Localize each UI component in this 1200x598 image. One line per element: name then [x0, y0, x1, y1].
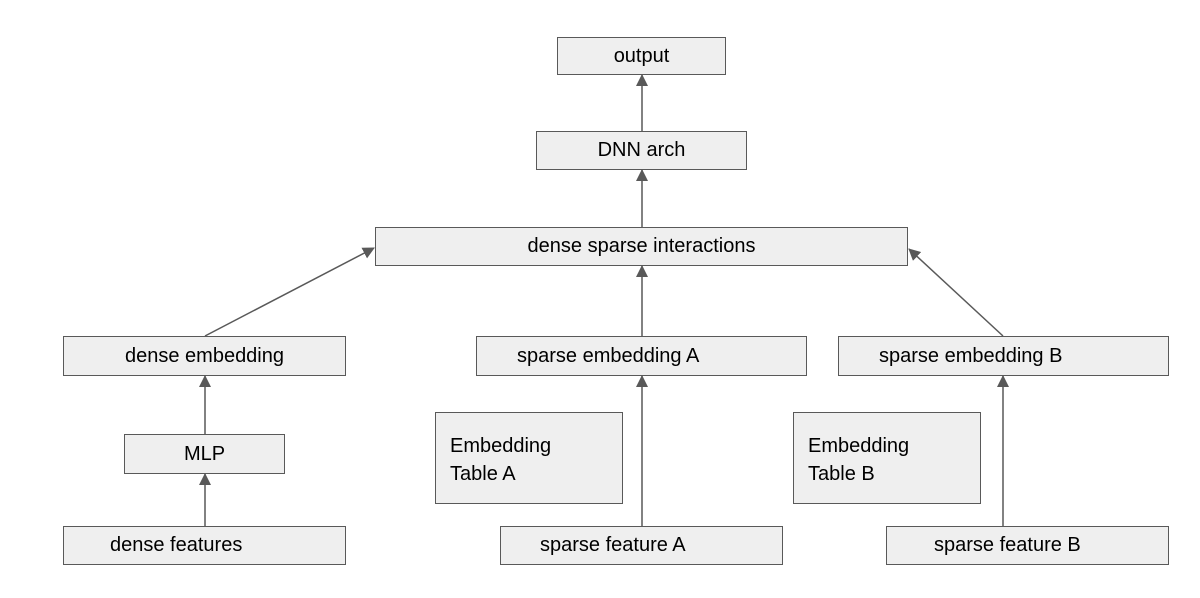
dense-sparse-interactions-label: dense sparse interactions [527, 235, 756, 257]
output-node: output [557, 37, 726, 75]
arrow-sparse-embedding-b-to-interactions [908, 248, 1004, 337]
dense-sparse-interactions-node: dense sparse interactions [375, 227, 908, 266]
embedding-table-b-node: Embedding Table B [793, 412, 981, 504]
embedding-table-a-node: Embedding Table A [435, 412, 623, 504]
dnn-arch-label: DNN arch [597, 139, 686, 161]
dense-features-label: dense features [110, 534, 243, 556]
sparse-embedding-a-label: sparse embedding A [517, 344, 700, 367]
dense-features-node: dense features [63, 526, 346, 565]
dense-embedding-node: dense embedding [63, 336, 346, 376]
sparse-embedding-b-node: sparse embedding B [838, 336, 1169, 376]
arrow-dense-embedding-to-interactions [204, 247, 375, 337]
sparse-feature-a-node: sparse feature A [500, 526, 783, 565]
dnn-arch-node: DNN arch [536, 131, 747, 170]
output-label: output [613, 44, 670, 67]
sparse-feature-b-label: sparse feature B [934, 534, 1081, 556]
embedding-table-b-line-1: Embedding [808, 435, 910, 457]
dense-embedding-label: dense embedding [124, 344, 284, 367]
embedding-table-a-line-2: Table A [450, 463, 516, 485]
sparse-feature-a-label: sparse feature A [540, 534, 686, 556]
embedding-table-a-line-1: Embedding [450, 435, 552, 457]
embedding-table-b-line-2: Table B [808, 463, 875, 485]
sparse-embedding-b-label: sparse embedding B [879, 344, 1063, 367]
sparse-feature-b-node: sparse feature B [886, 526, 1169, 565]
mlp-label: MLP [183, 442, 226, 465]
mlp-node: MLP [124, 434, 285, 474]
sparse-embedding-a-node: sparse embedding A [476, 336, 807, 376]
